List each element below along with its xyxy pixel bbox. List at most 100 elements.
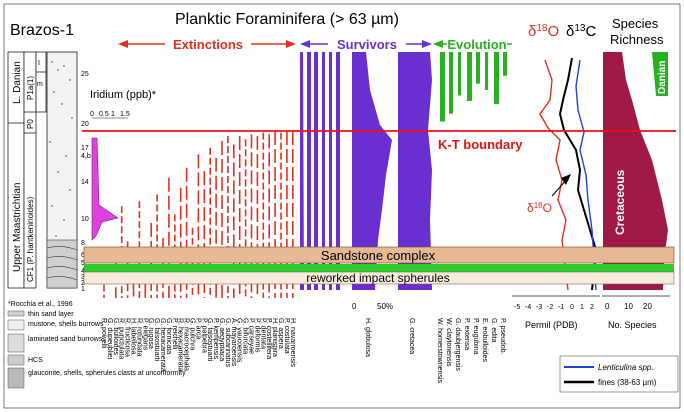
sandstone-label: Sandstone complex [321,248,436,263]
survivor-curves: 0 50% [300,52,432,311]
species-ext-28: P. costellifera [265,318,272,359]
species-evo-4: P. eugubina [472,318,479,355]
stratigraphy-columns: L. Danian Upper Maastrichtian P1a(1) P0 … [7,51,78,289]
d18o-curve [539,59,569,291]
evolution-header: Evolution [433,36,512,52]
species-evo-7: P. pseudob. [499,318,506,355]
species-ext-22: A. mayaroensis [230,318,237,367]
richness-tick-20: 20 [643,302,652,311]
iso-tick-m4: -4 [525,304,531,311]
tick-3: 3 [81,274,85,281]
stage-maastrichtian: Upper Maastrichtian [12,183,23,272]
sandstone-band: Sandstone complex [83,246,675,264]
species-ext-23: G. yaucoensis [236,318,243,363]
tick-17: 17 [81,145,89,152]
series-legend: Lenticulina spp. fines (38-63 µm) [559,355,679,393]
iso-tick-m2: -2 [547,304,553,311]
evolution-label: Evolution [447,37,506,52]
species-ext-6: R. rotundata [135,318,142,357]
iridium-tick-0: 0 [90,111,94,118]
species-evo-1: W. claytonensis [445,318,452,367]
richness-axis-label: No. Species [608,320,657,330]
legend-lenticulina: Lenticulina spp. [598,363,654,372]
tick-1: 1 [81,286,85,293]
danian-label: Danian [657,61,668,94]
legend-hcs: HCS [28,357,43,364]
species-ext-27: P. dentata [259,318,266,349]
iso-tick-m5: -5 [514,304,520,311]
species-evo-0: W. hornerstownensis [436,318,443,383]
d18o-header: δ18O [528,23,559,40]
species-ext-8: G. rugosa [147,318,154,349]
iso-tick-0: 0 [570,304,574,311]
species-ext-11: G. fornicata [165,318,172,354]
extinctions-label: Extinctions [173,37,243,52]
species-ext-1: G. dupeubliei [106,318,113,360]
iso-tick-1: 1 [580,304,584,311]
species-ext-29: H. planispira [271,318,278,357]
species-ext-0: R. powelli [100,318,107,349]
species-evo-6: G. edita [490,318,497,343]
species-ext-15: G. pulchra [189,318,196,350]
figure-frame [3,3,681,409]
chart-title: Planktic Foraminifera (> 63 µm) [175,11,399,28]
species-ext-2: G. bulloides [112,318,119,355]
evolution-range-3 [467,52,472,101]
evolution-range-7 [503,52,507,76]
species-ext-12: P. reichelli [171,318,178,350]
iridium-tick-1: 1 [111,111,115,118]
survivors-label: Survivors [337,37,397,52]
extinctions-header: Extinctions [118,36,296,52]
evolution-range-0 [440,52,445,122]
legend-mudstone: mustone, shells burrows [28,321,104,328]
survivor-axis-50: 50% [377,302,393,311]
evolution-range-4 [476,52,480,84]
survivor-axis-0: 0 [352,302,357,311]
subzone-m: m [37,81,43,88]
zone-cf1: CF1 (P. hantkeninoides) [26,196,35,282]
species-ext-4: R. fructicosa [124,318,131,357]
iridium-tick-15: 1.5 [120,111,130,118]
species-ext-31: P. costulata [283,318,290,354]
spherule-band: reworked impact spherules [83,264,675,285]
tick-25: 25 [81,71,89,78]
d13c-header: δ13C [566,23,596,40]
richness-tick-10: 10 [624,302,633,311]
species-ext-13: R. hexacamerata [177,318,184,371]
evolution-range-6 [494,52,499,105]
legend-laminated: laminated sand burrows, [28,336,104,343]
zone-p1a: P1a(1) [26,76,35,100]
legend-glauconite: glauconite, shells, spherules clasts at … [28,370,186,377]
tick-5: 5 [81,260,85,267]
d13c-lenticulina-curve [575,59,597,291]
zone-p0: P0 [26,119,35,129]
species-surv-1: G. cretacea [408,318,415,354]
tick-14: 14 [81,179,89,186]
richness-panel: Cretaceous Danian 0 10 20 No. Species [602,52,670,330]
iridium-panel: Iridium (ppb)* 0 0.5 1 1.5 [90,89,157,241]
iridium-footnote: *Rocchia et al., 1996 [8,301,73,308]
species-ext-7: P. elegans [141,318,148,351]
tick-4: 4 [81,268,85,275]
species-ext-3: R. punctulata [118,318,125,359]
iridium-curve [91,137,119,241]
species-evo-3: P. extensa [463,318,470,350]
tick-4b: 4,b [81,153,91,160]
survivors-header: Survivors [300,36,432,52]
tick-8: 8 [81,240,85,247]
legend-fines: fines (38-63 µm) [598,378,657,387]
species-ext-17: P. palpebra [200,318,207,353]
depth-ticks: 25 20 17 4,b 14 10 8 6 5 4 3 2 1 [81,71,91,293]
species-ext-24: G. bifurcata [242,318,249,354]
evolution-range-5 [485,52,488,90]
species-ext-30: G. aspera [277,318,284,349]
section-name: Brazos-1 [10,22,74,39]
species-ext-32: H. navarroensis [289,318,296,368]
legend-thin-sand: thin sand layer [28,311,74,318]
iso-tick-2: 2 [590,304,594,311]
d18o-inplot-label: δ18O [527,201,552,215]
species-ext-18: G. falsostuarti [206,318,213,362]
cretaceous-label: Cretaceous [613,169,627,235]
